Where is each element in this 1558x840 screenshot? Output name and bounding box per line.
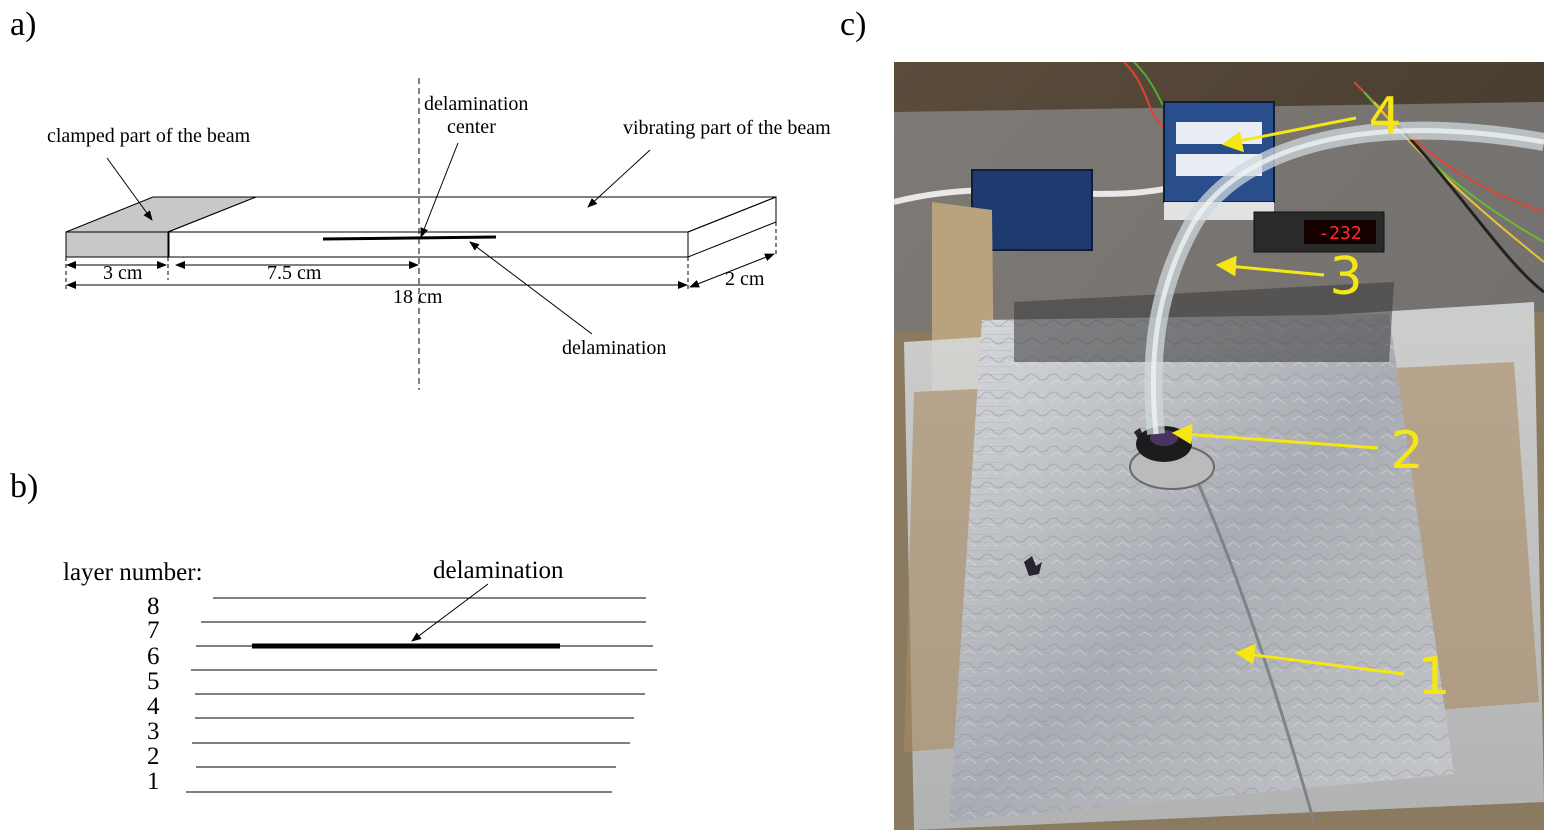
delamination-line <box>322 235 497 241</box>
layer-num: 7 <box>147 617 160 644</box>
callout-arrows <box>1171 116 1405 676</box>
layer-num: 8 <box>147 593 160 620</box>
clamped-front-face <box>65 231 170 258</box>
layer-num: 5 <box>147 668 160 695</box>
layer-num: 3 <box>147 718 160 745</box>
beam-front-face <box>167 231 689 258</box>
display-reading: -232 <box>1318 223 1361 244</box>
clamped-leader <box>106 157 153 221</box>
clamped-label: clamped part of the beam <box>47 125 251 147</box>
dim-width-arrow <box>689 253 775 288</box>
layer-num: 1 <box>147 768 160 795</box>
beam-side-face <box>687 196 777 258</box>
layer-num: 6 <box>147 643 160 670</box>
center-leader <box>420 142 459 238</box>
center-label-1: delamination <box>424 93 528 115</box>
callout-1: 1 <box>1417 647 1450 707</box>
panel-label-b: b) <box>10 468 39 505</box>
beam-diagram: clamped part of the beam vibrating part … <box>47 78 831 390</box>
panel-label-c: c) <box>840 6 867 43</box>
delamination-leader-b <box>411 583 489 642</box>
panel-label-a: a) <box>10 6 37 43</box>
vibrating-label: vibrating part of the beam <box>623 117 831 139</box>
experiment-photo: -232 <box>894 62 1544 830</box>
beam-top-face <box>167 196 777 233</box>
dim-center: 7.5 cm <box>267 262 322 284</box>
callout-2: 2 <box>1390 421 1423 481</box>
dim-clamped: 3 cm <box>103 262 143 284</box>
center-label-2: center <box>447 116 496 138</box>
layer-num: 2 <box>147 743 160 770</box>
layer-num: 4 <box>147 693 160 720</box>
callout-3: 3 <box>1329 247 1362 307</box>
delamination-label-a: delamination <box>562 337 666 359</box>
delamination-label-b: delamination <box>433 557 564 584</box>
dim-width: 2 cm <box>725 268 765 290</box>
clamped-top-face <box>65 196 257 233</box>
vibrating-leader <box>587 149 651 208</box>
dim-length: 18 cm <box>393 286 443 308</box>
callout-4: 4 <box>1368 87 1401 147</box>
layer-heading: layer number: <box>63 559 203 586</box>
delamination-leader-a <box>469 241 593 335</box>
